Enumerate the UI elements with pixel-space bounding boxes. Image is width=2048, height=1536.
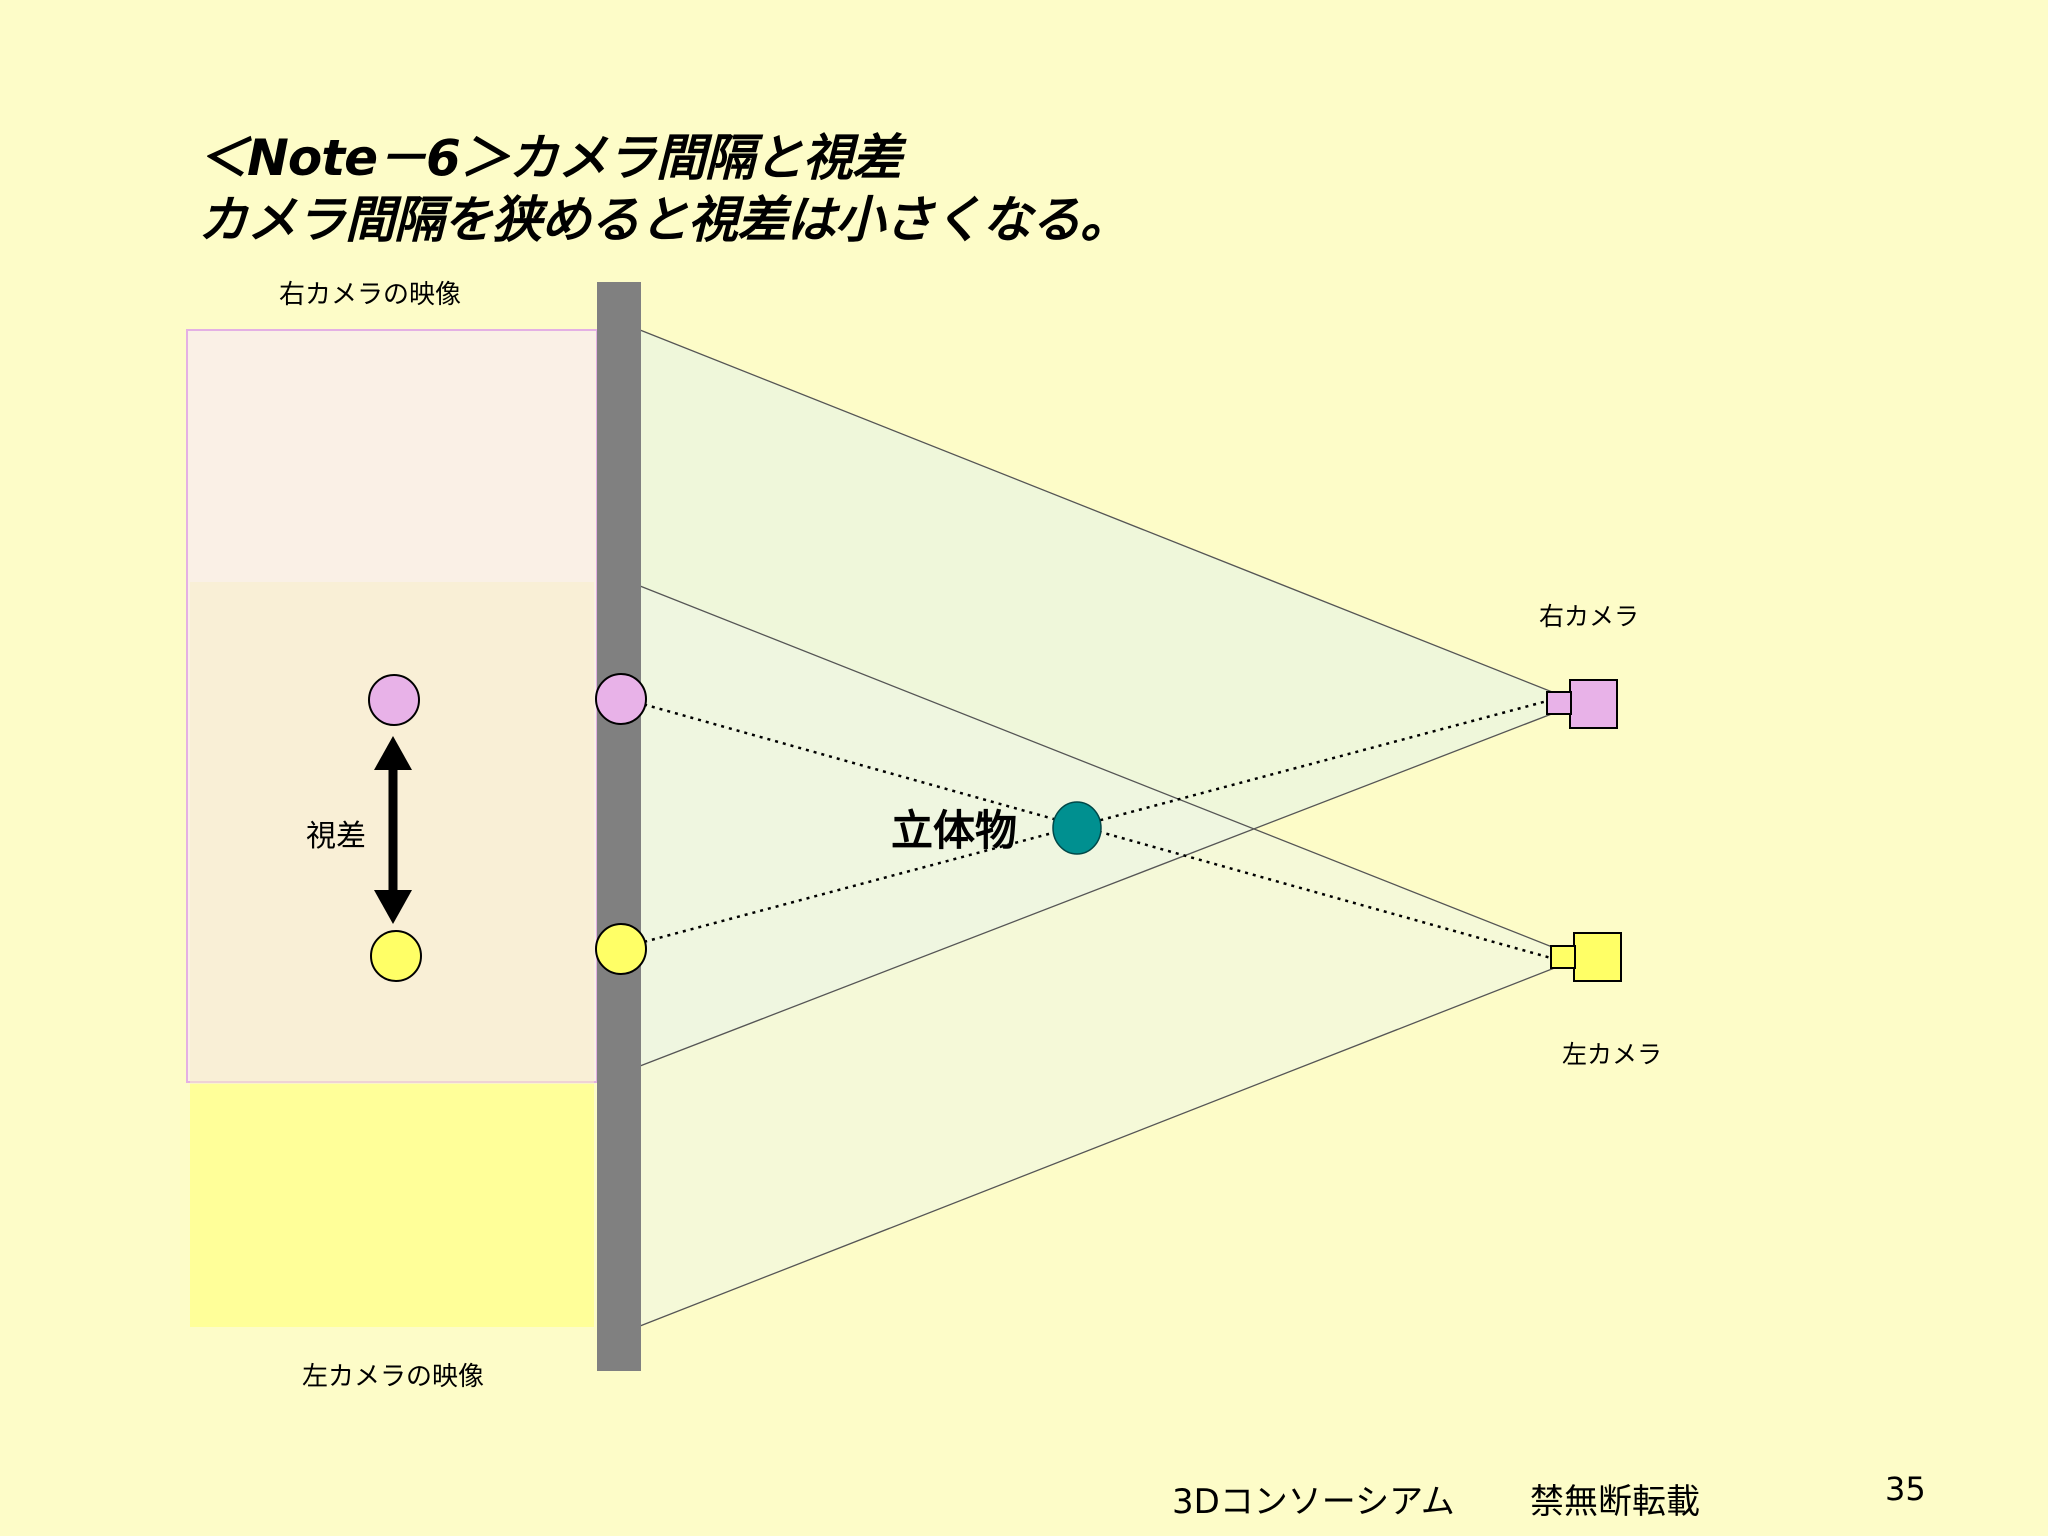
image-point-left xyxy=(370,930,422,982)
object-label: 立体物 xyxy=(891,806,1017,855)
left-camera-image-frame xyxy=(190,1084,594,1327)
parallax-label: 視差 xyxy=(306,819,366,854)
left-image-label: 左カメラの映像 xyxy=(302,1362,484,1392)
parallax-arrow xyxy=(374,736,412,924)
right-cone-lower-edge xyxy=(639,702,1581,1067)
slide-title-line-2: カメラ間隔を狭めると視差は小さくなる。 xyxy=(198,191,1130,249)
screen-point-right xyxy=(595,673,647,725)
footer-organization: 3Dコンソーシアム xyxy=(1172,1482,1455,1522)
left-camera-label: 左カメラ xyxy=(1562,1040,1662,1069)
object-point xyxy=(1052,801,1102,855)
left-cone-lower-edge xyxy=(639,957,1581,1327)
right-cone-upper-edge xyxy=(639,329,1581,704)
right-camera-icon xyxy=(1546,679,1618,729)
left-cone-upper-edge xyxy=(639,585,1581,959)
footer-copyright-notice: 禁無断転載 xyxy=(1530,1482,1700,1522)
screen xyxy=(597,282,641,1371)
left-camera-view-cone xyxy=(640,586,1580,1326)
right-image-label: 右カメラの映像 xyxy=(279,280,461,310)
slide-title-line-1: ＜Note－6＞カメラ間隔と視差 xyxy=(198,129,902,187)
page-number: 35 xyxy=(1885,1470,1926,1508)
left-camera-icon xyxy=(1550,932,1622,982)
right-camera-label: 右カメラ xyxy=(1539,602,1639,631)
screen-point-left xyxy=(595,923,647,975)
image-point-right xyxy=(368,674,420,726)
